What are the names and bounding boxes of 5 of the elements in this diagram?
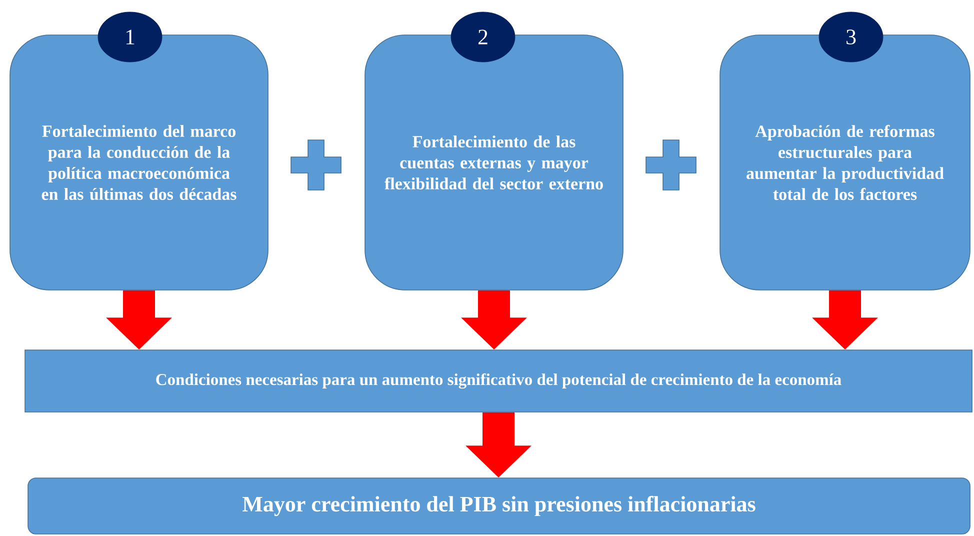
result-bar: Mayor crecimiento del PIB sin presiones inflacionarias (28, 478, 970, 534)
number-badge: 1 (98, 12, 162, 62)
number-badge: 3 (818, 12, 884, 62)
number-badge: 2 (450, 12, 516, 62)
conditions-bar: Condiciones necesarias para un aumento significativo del potencial de crecimiento de la economía (24, 350, 972, 412)
